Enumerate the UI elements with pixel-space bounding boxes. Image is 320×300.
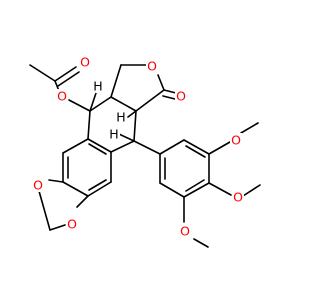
bond-c7-o-upper xyxy=(48,179,64,183)
atom-o-lactone-carbonyl: O xyxy=(176,89,186,104)
bond-aryl-c4-c5 xyxy=(183,182,210,198)
atom-o-lactone-ring: O xyxy=(147,59,157,74)
bond-c3a-h-hash xyxy=(127,110,137,118)
atom-labels: O O H O O H H O O O O O xyxy=(32,55,244,239)
bond-o-middle-methyl xyxy=(242,184,261,197)
bond-acetyl-c-o-double-b xyxy=(57,71,80,87)
atom-o-methoxy-upper: O xyxy=(231,133,241,148)
bond-aryl-c5-c6 xyxy=(159,182,185,198)
atom-o-dioxole-upper: O xyxy=(33,178,43,193)
bond-methyl-carbonyl xyxy=(29,64,56,82)
bond-c4-c4a xyxy=(110,140,135,153)
atom-o-acetyl-ester: O xyxy=(57,89,67,104)
bond-o-lower-methyl xyxy=(193,238,209,248)
bond-c6-o-lower xyxy=(76,195,89,208)
bond-c4a-c8a-inner xyxy=(88,143,107,155)
bond-o-upper-methyl xyxy=(240,122,259,134)
bond-c1-c3a xyxy=(135,89,165,112)
atom-o-methoxy-middle: O xyxy=(233,190,243,205)
bond-c8a-c8 xyxy=(62,138,89,154)
bond-aryl-o-middle xyxy=(208,182,232,196)
molecule-diagram: O O H O O H H O O O O O xyxy=(29,54,261,248)
bond-ch2-o-lower xyxy=(49,224,66,231)
atom-h-top-left: H xyxy=(93,79,102,94)
bond-c4a-c8a xyxy=(87,138,112,153)
atom-h-top-right: H xyxy=(116,110,125,125)
bond-c4-h-hash xyxy=(118,133,135,142)
bond-c1-o-double-a xyxy=(163,89,177,94)
bond-ester-o-c9 xyxy=(68,99,91,112)
bond-aryl-c2-c3-inner xyxy=(185,145,206,158)
bond-aryl-o-upper xyxy=(208,141,231,155)
bond-aryl-c4-c5-inner xyxy=(185,179,205,192)
bond-c9-c9a xyxy=(89,96,112,112)
atom-o-methoxy-lower: O xyxy=(180,224,190,239)
bond-c3a-c4 xyxy=(133,110,137,142)
bond-c7-c6 xyxy=(62,181,89,197)
bond-c9-h-hash xyxy=(89,92,97,112)
bond-o-ring-c1 xyxy=(157,74,165,91)
bond-c6-c5-inner xyxy=(88,179,107,191)
bond-aryl-c2-c3 xyxy=(183,139,210,155)
bond-c6-c5 xyxy=(87,181,112,197)
bond-c9a-ch2 xyxy=(110,64,122,98)
structure-svg: O O H O O H H O O O O O xyxy=(29,55,261,248)
bond-c9a-c3a xyxy=(110,96,137,112)
atom-o-acetyl-carbonyl: O xyxy=(80,55,90,70)
bond-o-upper-ch2 xyxy=(38,190,51,231)
bonds xyxy=(29,64,261,248)
atom-h-bottom: H xyxy=(109,127,118,142)
bond-c1-o-double-b xyxy=(162,95,176,100)
bond-acetyl-c-o-double-a xyxy=(54,66,77,82)
bond-c4-aryl xyxy=(133,140,161,155)
bond-c8a-c9 xyxy=(87,110,91,140)
bond-aryl-c1-c2 xyxy=(159,139,185,155)
atom-o-dioxole-lower: O xyxy=(67,217,77,232)
